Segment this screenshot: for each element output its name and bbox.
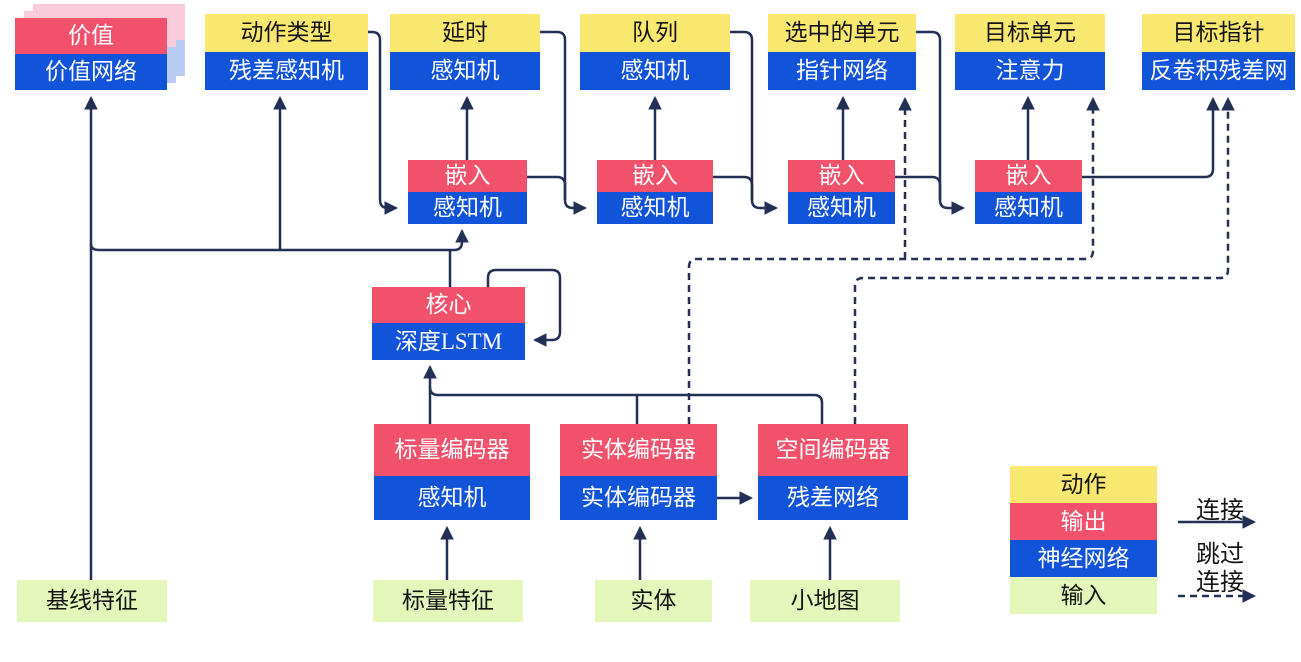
target-point-label: 目标指针 <box>1142 14 1295 52</box>
selected-units-network-label: 指针网络 <box>768 52 916 90</box>
node-embedding-3: 嵌入 感知机 <box>788 160 895 224</box>
node-core: 核心 深度LSTM <box>372 287 525 360</box>
edge-emb4-to-deconv-resnet <box>1082 96 1220 179</box>
node-selected-units: 选中的单元 指针网络 <box>768 14 916 90</box>
node-entity-encoder: 实体编码器 实体编码器 <box>560 424 717 520</box>
queue-label: 队列 <box>580 14 730 52</box>
embedding-2-output-label: 嵌入 <box>597 160 713 192</box>
node-embedding-2: 嵌入 感知机 <box>597 160 713 224</box>
embedding-3-output-label: 嵌入 <box>788 160 895 192</box>
core-output-label: 核心 <box>372 287 525 323</box>
embedding-2-network-label: 感知机 <box>597 192 713 224</box>
target-unit-label: 目标单元 <box>955 14 1105 52</box>
selected-units-label: 选中的单元 <box>768 14 916 52</box>
skip-spatial-to-deconv-resnet <box>853 96 1235 424</box>
node-delay: 延时 感知机 <box>390 14 540 90</box>
node-queue: 队列 感知机 <box>580 14 730 90</box>
spatial-encoder-network-label: 残差网络 <box>758 476 908 520</box>
edge-emb1-to-emb2 <box>527 175 567 200</box>
edge-emb2-to-emb3 <box>713 175 754 200</box>
edge-queue-to-emb3 <box>730 30 779 215</box>
embedding-4-network-label: 感知机 <box>975 192 1082 224</box>
entity-encoder-network-label: 实体编码器 <box>560 476 717 520</box>
node-embedding-1: 嵌入 感知机 <box>408 160 527 224</box>
legend-skip-label-line1: 跳过 <box>1196 542 1244 568</box>
action-type-label: 动作类型 <box>205 14 368 52</box>
entity-encoder-output-label: 实体编码器 <box>560 424 717 476</box>
action-type-network-label: 残差感知机 <box>205 52 368 90</box>
scalar-features-label: 标量特征 <box>373 580 523 622</box>
skip-entity-to-pointer-and-attention <box>687 96 1100 424</box>
node-scalar-encoder: 标量编码器 感知机 <box>374 424 530 520</box>
edge-core-rail-to-emb1 <box>89 228 469 252</box>
legend-action-label: 动作 <box>1010 466 1157 503</box>
input-minimap: 小地图 <box>750 580 900 622</box>
embedding-1-output-label: 嵌入 <box>408 160 527 192</box>
edge-selected-units-to-emb4 <box>916 30 966 215</box>
node-spatial-encoder: 空间编码器 残差网络 <box>758 424 908 520</box>
node-embedding-4: 嵌入 感知机 <box>975 160 1082 224</box>
edge-core-self-loop <box>486 268 562 347</box>
node-target-unit: 目标单元 注意力 <box>955 14 1105 90</box>
legend-network-label: 神经网络 <box>1010 540 1157 577</box>
queue-network-label: 感知机 <box>580 52 730 90</box>
value-network-label: 价值网络 <box>15 54 167 90</box>
legend-input-label: 输入 <box>1010 577 1157 614</box>
legend-skip-label-line2: 连接 <box>1196 570 1244 596</box>
edge-delay-to-emb2 <box>540 30 588 215</box>
delay-label: 延时 <box>390 14 540 52</box>
core-network-label: 深度LSTM <box>372 323 525 360</box>
legend-output-label: 输出 <box>1010 503 1157 540</box>
embedding-4-output-label: 嵌入 <box>975 160 1082 192</box>
delay-network-label: 感知机 <box>390 52 540 90</box>
scalar-encoder-output-label: 标量编码器 <box>374 424 530 476</box>
legend-solid-arrow-label: 连接 <box>1196 498 1244 524</box>
target-point-network-label: 反卷积残差网 <box>1142 52 1295 90</box>
input-scalar-features: 标量特征 <box>373 580 523 622</box>
edge-emb3-to-emb4 <box>895 175 942 200</box>
value-output-label: 价值 <box>15 18 167 54</box>
node-action-type: 动作类型 残差感知机 <box>205 14 368 90</box>
entities-label: 实体 <box>595 580 712 622</box>
embedding-3-network-label: 感知机 <box>788 192 895 224</box>
legend-color-key: 动作 输出 神经网络 输入 <box>1010 466 1157 614</box>
embedding-1-network-label: 感知机 <box>408 192 527 224</box>
edge-encoder-rail <box>428 386 824 424</box>
input-entities: 实体 <box>595 580 712 622</box>
baseline-features-label: 基线特征 <box>17 580 167 622</box>
minimap-label: 小地图 <box>750 580 900 622</box>
node-target-point: 目标指针 反卷积残差网 <box>1142 14 1295 90</box>
input-baseline-features: 基线特征 <box>17 580 167 622</box>
spatial-encoder-output-label: 空间编码器 <box>758 424 908 476</box>
target-unit-network-label: 注意力 <box>955 52 1105 90</box>
node-value: 价值 价值网络 <box>15 18 167 90</box>
edge-action-type-to-emb1 <box>368 30 399 215</box>
scalar-encoder-network-label: 感知机 <box>374 476 530 520</box>
